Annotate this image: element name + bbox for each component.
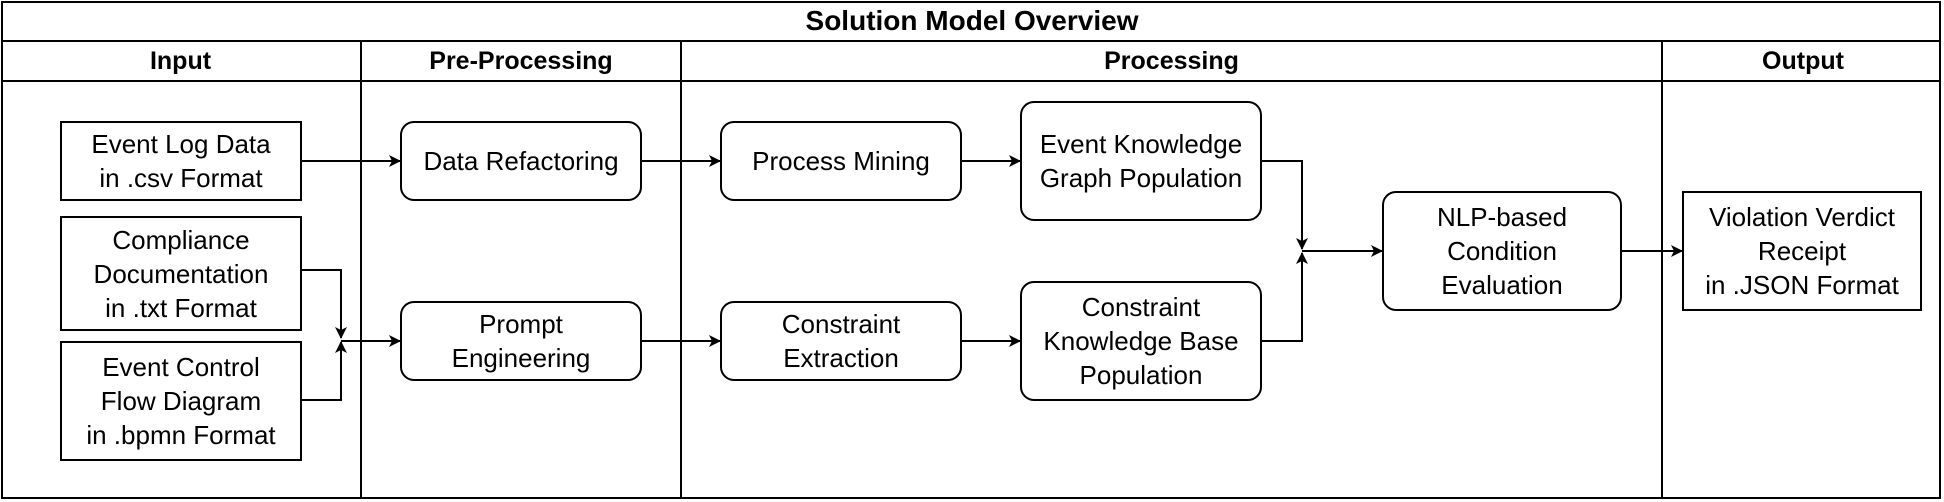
node-event-log-data: Event Log Data in .csv Format — [60, 121, 302, 201]
title-divider — [1, 40, 1941, 42]
arrow-ckb-to-merge — [1262, 252, 1308, 342]
lane-divider-processing — [1661, 41, 1663, 499]
lane-header-output: Output — [1762, 46, 1844, 75]
arrow-compliance-to-merge — [302, 269, 347, 339]
header-divider — [1, 80, 1941, 82]
node-prompt-engineering: Prompt Engineering — [400, 301, 642, 381]
lane-header-preprocessing: Pre-Processing — [429, 46, 613, 75]
node-constraint-extraction: Constraint Extraction — [720, 301, 962, 381]
arrow-controlflow-to-merge — [302, 341, 347, 401]
lane-divider-input — [360, 41, 362, 499]
node-compliance-documentation: Compliance Documentation in .txt Format — [60, 216, 302, 331]
lane-header-processing: Processing — [1104, 46, 1239, 75]
lane-divider-preprocessing — [680, 41, 682, 499]
node-constraint-knowledge-base-population: Constraint Knowledge Base Population — [1020, 281, 1262, 401]
lane-header-input: Input — [149, 46, 212, 75]
node-data-refactoring: Data Refactoring — [400, 121, 642, 201]
diagram-title: Solution Model Overview — [805, 5, 1139, 36]
node-event-knowledge-graph-population: Event Knowledge Graph Population — [1020, 101, 1262, 221]
node-violation-verdict-receipt: Violation Verdict Receipt in .JSON Forma… — [1682, 191, 1922, 311]
node-nlp-condition-evaluation: NLP-based Condition Evaluation — [1382, 191, 1622, 311]
node-process-mining: Process Mining — [720, 121, 962, 201]
node-event-control-flow-diagram: Event Control Flow Diagram in .bpmn Form… — [60, 341, 302, 461]
arrow-ekg-to-merge — [1262, 160, 1308, 250]
